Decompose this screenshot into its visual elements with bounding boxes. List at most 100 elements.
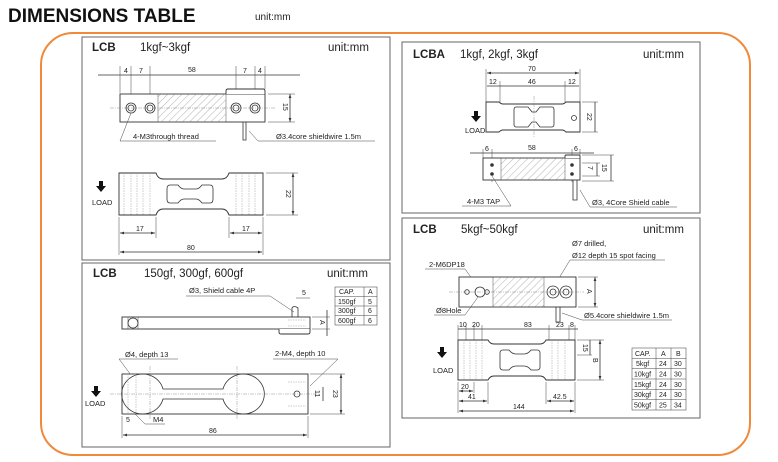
table-cell: 24 bbox=[659, 382, 667, 389]
table-cell: 24 bbox=[659, 392, 667, 399]
table-cell: 600gf bbox=[338, 318, 356, 325]
panel-lcb-5-50kgf: LCB 5kgf~50kgf unit:mm Ø7 drilled, Ø12 d… bbox=[401, 217, 701, 419]
panel-model: LCB bbox=[93, 268, 117, 280]
table-cell: 30 bbox=[674, 392, 682, 399]
dim-label: 17 bbox=[242, 226, 250, 233]
dim-label: 83 bbox=[524, 322, 532, 329]
drill-note: Ø12 depth 15 spot facing bbox=[572, 251, 656, 260]
load-label: LOAD bbox=[433, 366, 454, 375]
dim-label: B bbox=[591, 358, 598, 363]
table-cell: 300gf bbox=[338, 308, 356, 315]
table-cell: 30 bbox=[674, 372, 682, 379]
capacity-table: CAP. A B 5kgf 24 30 10kgf 24 30 15kgf 24… bbox=[631, 347, 687, 411]
cable-note: Ø3.4core shieldwire 1.5m bbox=[276, 132, 361, 141]
dim-label: 7 bbox=[586, 166, 593, 170]
table-cell: 10kgf bbox=[634, 372, 651, 379]
panel-capacity: 1kgf~3kgf bbox=[140, 42, 191, 54]
dim-label: 10 bbox=[459, 322, 467, 329]
thread-note: 4-M3through thread bbox=[133, 132, 199, 141]
dim-label: 5 bbox=[302, 290, 306, 297]
panel-capacity: 1kgf, 2kgf, 3kgf bbox=[460, 49, 539, 61]
dim-label: 23 bbox=[556, 322, 564, 329]
panel-model: LCBA bbox=[413, 49, 445, 61]
load-arrow-icon bbox=[437, 347, 447, 358]
dim-label: 4 bbox=[124, 68, 128, 75]
dim-label: 11 bbox=[313, 390, 320, 397]
dim-label: 70 bbox=[528, 66, 536, 73]
cable-note: Ø3, Shield cable 4P bbox=[189, 286, 255, 295]
dim-label: 15 bbox=[581, 344, 588, 352]
table-cell: 30 bbox=[674, 382, 682, 389]
cable-note: Ø3, 4Core Shield cable bbox=[592, 198, 670, 207]
dim-label: 12 bbox=[568, 79, 576, 86]
table-header: CAP. bbox=[635, 351, 650, 358]
load-label: LOAD bbox=[85, 399, 106, 408]
table-cell: 30 bbox=[674, 361, 682, 368]
dim-label: 86 bbox=[209, 428, 217, 435]
dim-label: 4 bbox=[258, 68, 262, 75]
hole-note: Ø8Hole bbox=[436, 306, 461, 315]
dim-label: 58 bbox=[188, 67, 196, 74]
dim-label: 144 bbox=[513, 404, 525, 411]
dim-label: 20 bbox=[461, 384, 469, 391]
dim-label: A bbox=[318, 320, 325, 325]
dim-label: 7 bbox=[139, 68, 143, 75]
panel-unit: unit:mm bbox=[328, 42, 369, 54]
table-cell: 6 bbox=[368, 308, 372, 315]
table-cell: 5 bbox=[368, 299, 372, 306]
load-arrow-icon bbox=[96, 181, 106, 192]
thread-note: 2-M6DP18 bbox=[429, 260, 465, 269]
table-cell: 5kgf bbox=[636, 361, 649, 368]
dim-label: 6 bbox=[574, 146, 578, 153]
panel-lcba: LCBA 1kgf, 2kgf, 3kgf unit:mm 70 12 46 1… bbox=[401, 41, 701, 214]
table-cell: 150gf bbox=[338, 299, 356, 306]
table-cell: 25 bbox=[659, 403, 667, 410]
table-header: A bbox=[661, 351, 666, 358]
drill-note: Ø7 drilled, bbox=[572, 239, 606, 248]
table-cell: 24 bbox=[659, 361, 667, 368]
dim-label: 7 bbox=[243, 68, 247, 75]
dim-label: 5 bbox=[126, 417, 130, 424]
table-cell: 24 bbox=[659, 372, 667, 379]
table-header: CAP. bbox=[339, 289, 354, 296]
dim-label: 17 bbox=[136, 226, 144, 233]
table-cell: 6 bbox=[368, 318, 372, 325]
dim-label: 15 bbox=[600, 164, 607, 172]
table-header: A bbox=[368, 289, 373, 296]
table-cell: 34 bbox=[674, 403, 682, 410]
dim-label: A bbox=[585, 289, 592, 294]
dim-label: 6 bbox=[485, 146, 489, 153]
thread-note: 2-M4, depth 10 bbox=[275, 349, 325, 358]
orange-frame bbox=[40, 32, 751, 456]
dim-label: 22 bbox=[284, 190, 291, 198]
panel-unit: unit:mm bbox=[327, 268, 368, 280]
dim-label: 58 bbox=[528, 145, 536, 152]
m4-label: M4 bbox=[153, 415, 163, 424]
dim-label: 23 bbox=[331, 390, 338, 398]
table-cell: 15kgf bbox=[634, 382, 651, 389]
dim-label: 12 bbox=[489, 79, 497, 86]
page-title: DIMENSIONS TABLE bbox=[8, 6, 196, 27]
cable-note: Ø5.4core shieldwire 1.5m bbox=[584, 311, 669, 320]
dim-label: 15 bbox=[281, 103, 288, 111]
panel-lcb-150-600gf: LCB 150gf, 300gf, 600gf unit:mm Ø3, Shie… bbox=[81, 262, 391, 448]
tap-note: 4-M3 TAP bbox=[467, 197, 500, 206]
table-cell: 50kgf bbox=[634, 403, 651, 410]
dim-label: 41 bbox=[468, 394, 476, 401]
load-label: LOAD bbox=[465, 126, 486, 135]
panel-lcb-1-3kgf: LCB 1kgf~3kgf unit:mm 4 7 58 7 4 15 4-M3… bbox=[81, 36, 391, 261]
panel-capacity: 150gf, 300gf, 600gf bbox=[144, 268, 244, 280]
dim-label: 42.5 bbox=[553, 394, 567, 401]
load-arrow-icon bbox=[91, 386, 101, 397]
panel-capacity: 5kgf~50kgf bbox=[461, 224, 518, 236]
table-cell: 30kgf bbox=[634, 392, 651, 399]
load-label: LOAD bbox=[92, 198, 113, 207]
dim-label: 20 bbox=[472, 322, 480, 329]
header-unit: unit:mm bbox=[255, 12, 291, 23]
dim-label: 8 bbox=[570, 322, 574, 329]
panel-model: LCB bbox=[92, 42, 116, 54]
hole-note: Ø4, depth 13 bbox=[125, 350, 168, 359]
dim-label: 22 bbox=[585, 113, 592, 121]
panel-model: LCB bbox=[413, 224, 437, 236]
